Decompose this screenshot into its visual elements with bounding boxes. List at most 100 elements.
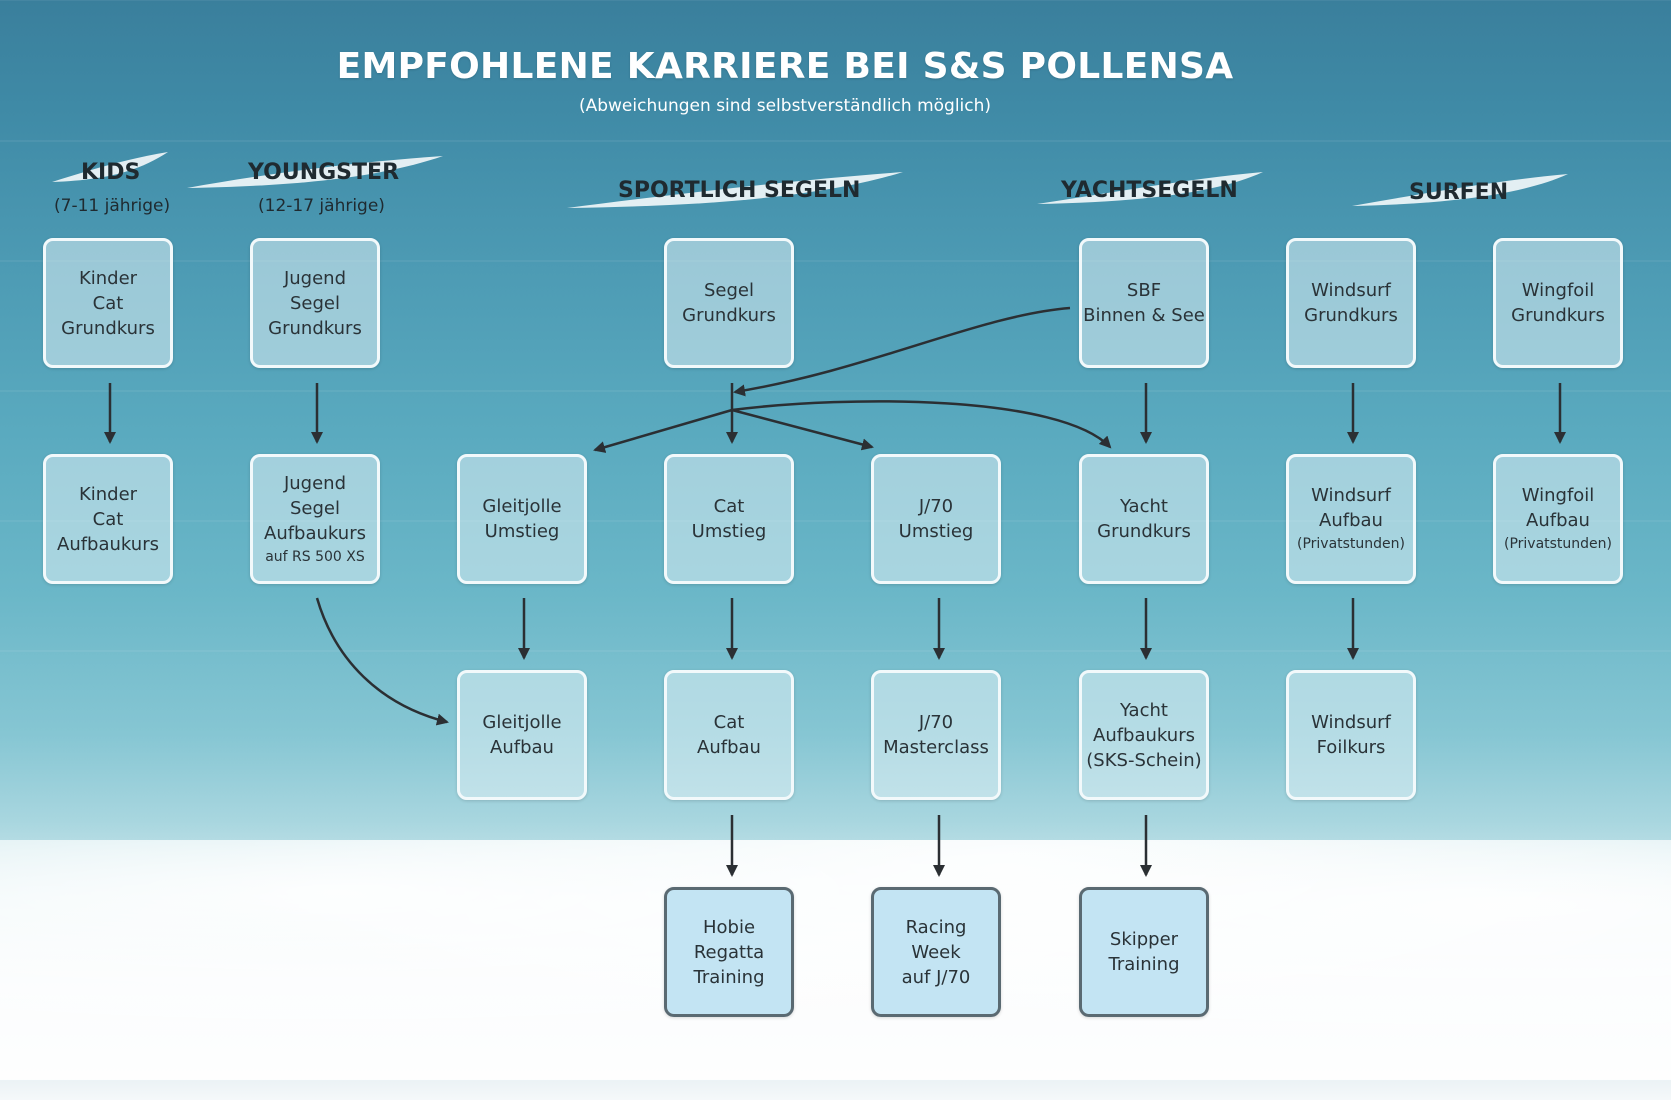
box-line: Kinder xyxy=(78,483,138,505)
ripple xyxy=(0,140,1671,142)
page-subtitle: (Abweichungen sind selbstverständlich mö… xyxy=(578,96,992,116)
box-line: auf J/70 xyxy=(901,966,971,988)
box-jugend-segel-aufbaukurs: Jugend Segel Aufbaukurs auf RS 500 XS xyxy=(250,454,380,584)
category-youngster: YOUNGSTER xyxy=(248,160,400,185)
box-wingfoil-aufbau: Wingfoil Aufbau (Privatstunden) xyxy=(1493,454,1623,584)
box-line: Umstieg xyxy=(898,521,974,542)
box-line: Aufbau xyxy=(1319,510,1383,531)
box-line: Aufbau xyxy=(697,737,761,758)
box-line: Grundkurs xyxy=(61,317,155,339)
box-gleitjolle-aufbau: Gleitjolle Aufbau xyxy=(457,670,587,800)
box-line: Grundkurs xyxy=(1097,521,1191,542)
ripple xyxy=(0,260,1671,262)
box-line: J/70 xyxy=(918,712,954,733)
box-line: Windsurf xyxy=(1311,485,1391,506)
swoosh-surfen xyxy=(1352,174,1568,206)
box-skipper-training: Skipper Training xyxy=(1079,887,1209,1017)
box-line: Skipper xyxy=(1109,929,1179,950)
ripple xyxy=(0,650,1671,652)
box-note: (Privatstunden) xyxy=(1503,536,1613,552)
box-kinder-cat-grundkurs: Kinder Cat Grundkurs xyxy=(43,238,173,368)
box-line: Segel xyxy=(289,292,340,314)
box-yacht-grundkurs: Yacht Grundkurs xyxy=(1079,454,1209,584)
box-note: (Privatstunden) xyxy=(1296,536,1406,552)
arrow-segel-to-gleitjolle-umstieg xyxy=(593,408,733,453)
box-hobie-regatta-training: Hobie Regatta Training xyxy=(664,887,794,1017)
box-line: Training xyxy=(1108,954,1180,975)
box-jugend-segel-grundkurs: Jugend Segel Grundkurs xyxy=(250,238,380,368)
box-line: Hobie xyxy=(702,916,756,938)
box-line: Grundkurs xyxy=(1304,305,1398,326)
box-windsurf-foilkurs: Windsurf Foilkurs xyxy=(1286,670,1416,800)
arrow-segel-to-yacht-grundkurs xyxy=(731,400,1112,449)
box-line: Segel xyxy=(703,280,754,301)
box-line: Umstieg xyxy=(691,521,767,542)
box-line: Kinder xyxy=(78,267,138,289)
arrow-jugend-aufbau-to-gleitjolle-aufbau xyxy=(315,597,449,726)
box-line: Aufbau xyxy=(490,737,554,758)
box-line: Yacht xyxy=(1120,496,1168,517)
box-line: SBF xyxy=(1126,280,1162,301)
box-line: Cat xyxy=(92,292,124,314)
box-line: Regatta xyxy=(693,941,765,963)
box-line: Aufbaukurs xyxy=(264,522,366,544)
box-segel-grundkurs: Segel Grundkurs xyxy=(664,238,794,368)
swoosh-kids xyxy=(52,152,168,182)
box-j70-masterclass: J/70 Masterclass xyxy=(871,670,1001,800)
box-line: Binnen & See xyxy=(1083,305,1205,326)
box-line: Aufbaukurs xyxy=(1093,724,1195,746)
box-gleitjolle-umstieg: Gleitjolle Umstieg xyxy=(457,454,587,584)
category-sportlich-segeln: SPORTLICH SEGELN xyxy=(618,178,861,203)
ripple xyxy=(0,520,1671,522)
box-cat-aufbau: Cat Aufbau xyxy=(664,670,794,800)
box-line: Week xyxy=(911,941,961,963)
box-line: Grundkurs xyxy=(1511,305,1605,326)
category-kids: KIDS xyxy=(81,160,141,185)
box-line: Aufbau xyxy=(1526,510,1590,531)
box-line: Wingfoil xyxy=(1521,280,1595,301)
box-wingfoil-grundkurs: Wingfoil Grundkurs xyxy=(1493,238,1623,368)
box-line: Gleitjolle xyxy=(482,712,562,733)
category-youngster-age: (12-17 jährige) xyxy=(258,196,385,216)
box-line: Training xyxy=(693,966,765,988)
box-line: Jugend xyxy=(283,472,347,494)
box-windsurf-aufbau: Windsurf Aufbau (Privatstunden) xyxy=(1286,454,1416,584)
box-j70-umstieg: J/70 Umstieg xyxy=(871,454,1001,584)
box-line: Grundkurs xyxy=(268,317,362,339)
page-title: EMPFOHLENE KARRIERE BEI S&S POLLENSA xyxy=(336,46,1234,87)
wave-foam xyxy=(0,840,1671,1100)
box-line: Aufbaukurs xyxy=(57,533,159,555)
swoosh-sportlich xyxy=(567,172,903,208)
ripple xyxy=(0,390,1671,392)
box-line: Masterclass xyxy=(883,737,989,758)
box-line: Segel xyxy=(289,497,340,519)
box-line: Grundkurs xyxy=(682,305,776,326)
box-cat-umstieg: Cat Umstieg xyxy=(664,454,794,584)
box-line: Racing xyxy=(905,916,967,938)
box-line: Windsurf xyxy=(1311,280,1391,301)
box-line: Yacht xyxy=(1120,699,1168,721)
swoosh-yacht xyxy=(1037,172,1263,204)
category-kids-age: (7-11 jährige) xyxy=(54,196,171,216)
box-line: Cat xyxy=(713,496,745,517)
arrow-segel-to-j70-umstieg xyxy=(731,408,874,451)
box-line: (SKS-Schein) xyxy=(1086,749,1202,771)
category-surfen: SURFEN xyxy=(1409,180,1509,205)
box-line: Cat xyxy=(713,712,745,733)
box-line: J/70 xyxy=(918,496,954,517)
box-line: Wingfoil xyxy=(1521,485,1595,506)
swoosh-youngster xyxy=(187,156,443,188)
box-line: Cat xyxy=(92,508,124,530)
box-line: Gleitjolle xyxy=(482,496,562,517)
box-windsurf-grundkurs: Windsurf Grundkurs xyxy=(1286,238,1416,368)
box-line: Foilkurs xyxy=(1316,737,1386,758)
box-note: auf RS 500 XS xyxy=(265,548,365,565)
box-line: Windsurf xyxy=(1311,712,1391,733)
box-line: Umstieg xyxy=(484,521,560,542)
arrow-sbf-to-segel xyxy=(733,306,1071,397)
category-yachtsegeln: YACHTSEGELN xyxy=(1061,178,1238,203)
box-sbf-binnen-see: SBF Binnen & See xyxy=(1079,238,1209,368)
box-racing-week-j70: Racing Week auf J/70 xyxy=(871,887,1001,1017)
